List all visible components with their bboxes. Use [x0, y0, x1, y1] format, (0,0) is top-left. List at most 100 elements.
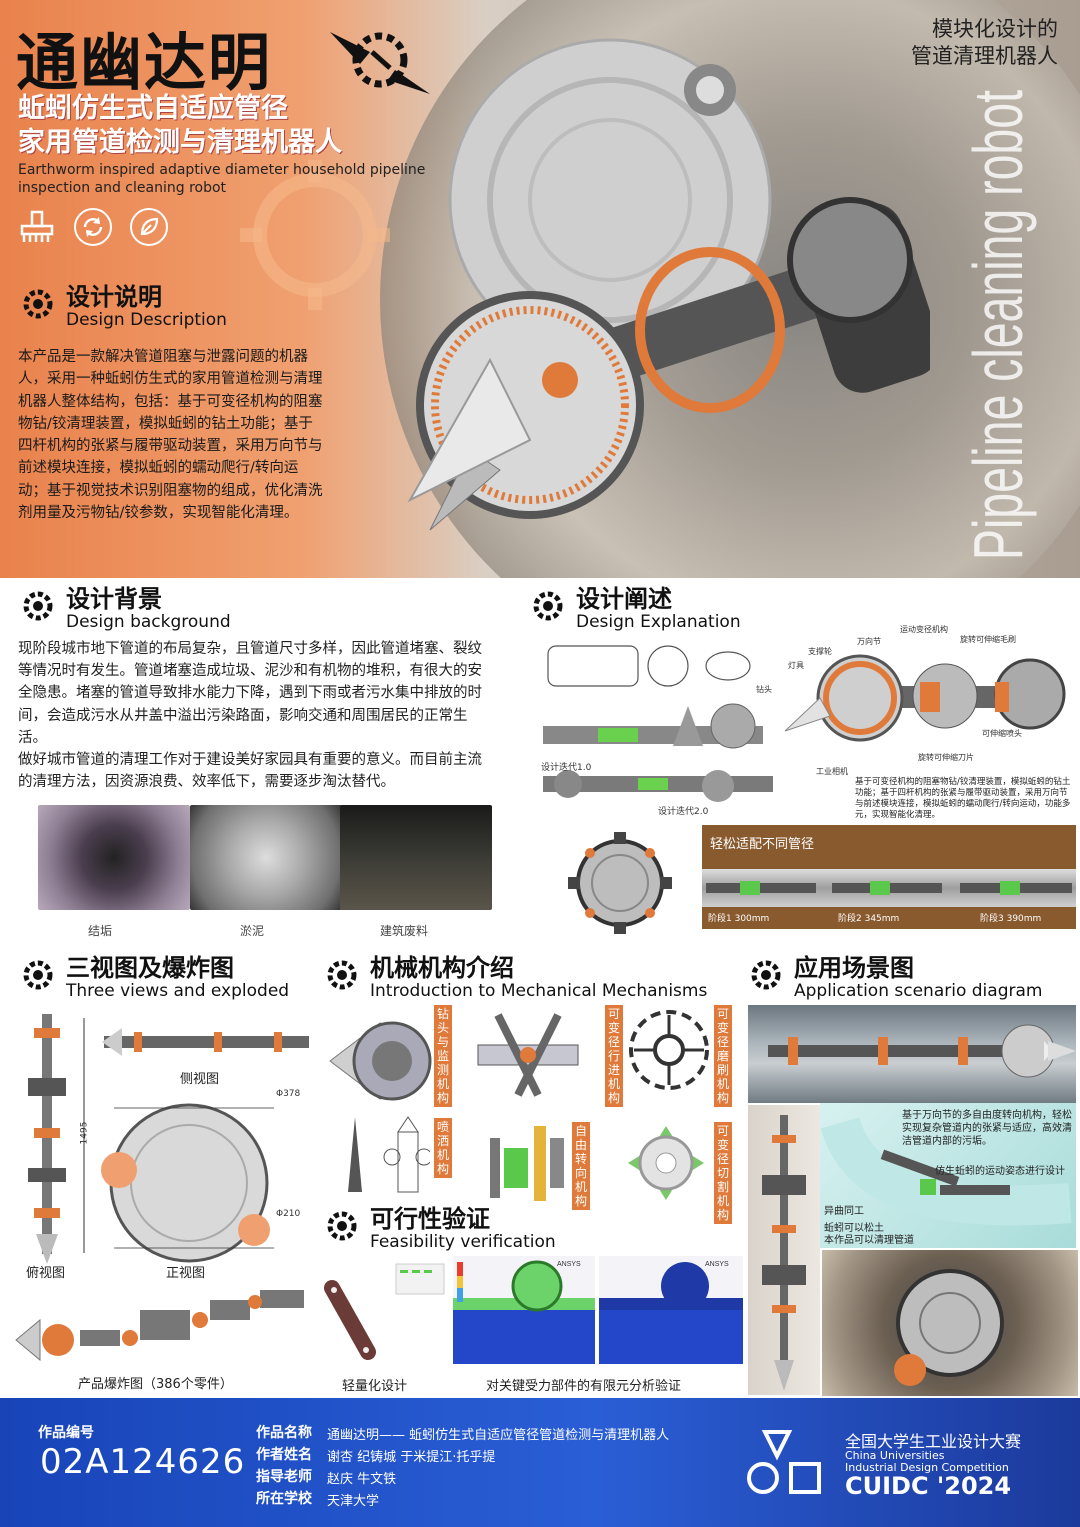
- tagline-line-2: 管道清理机器人: [911, 44, 1058, 68]
- photo-caption-scale: 结垢: [87, 924, 112, 938]
- mech-label-drill: 钻头与监测机构: [434, 1005, 452, 1107]
- exploded-caption: 产品爆炸图（386个零件）: [78, 1377, 233, 1392]
- gear-icon: [327, 960, 357, 990]
- cuidc-logo-icon: [747, 1430, 821, 1494]
- label-drill: 钻头: [756, 685, 772, 694]
- subtitle-en: Earthworm inspired adaptive diameter hou…: [18, 162, 426, 196]
- tagline-line-1: 模块化设计的: [932, 17, 1058, 41]
- leaf-icon: [130, 208, 168, 246]
- robot-illustration: [407, 38, 930, 531]
- application-vertical-robot: [748, 1105, 820, 1395]
- photo-construction-waste: [340, 805, 492, 910]
- gear-icon: [23, 591, 53, 621]
- three-views-heading: 三视图及爆炸图 Three views and exploded: [18, 955, 289, 1001]
- section-title-en: Feasibility verification: [370, 1232, 556, 1252]
- competition-short: CUIDC '2024: [845, 1472, 1012, 1500]
- section-title-cn: 设计说明: [66, 283, 162, 311]
- variable-cutting-mechanism: [628, 1126, 704, 1200]
- stage-2: 阶段2 345mm: [838, 914, 900, 924]
- competition-cn: 全国大学生工业设计大赛: [845, 1432, 1022, 1451]
- photo-caption-waste: 建筑废料: [379, 924, 428, 938]
- front-view-label: 正视图: [166, 1266, 206, 1281]
- gear-decoration: [240, 160, 390, 310]
- mech-label-travel: 可变径行进机构: [605, 1005, 623, 1107]
- mech-label-cutting: 可变径切割机构: [714, 1122, 732, 1224]
- gear-icon: [751, 960, 781, 990]
- label-universal-joint: 万向节: [857, 637, 881, 646]
- brush-icon: [18, 208, 56, 246]
- subtitle-line-2: 家用管道检测与清理机器人: [18, 127, 342, 158]
- vertical-english-title: Pipeline cleaning robot: [959, 90, 1037, 560]
- application-note-1: 基于万向节的多自由度转向机构，轻松实现复杂管道内的张紧与适应，高效清洁管道内部的…: [902, 1110, 1072, 1147]
- spray-mechanism: [348, 1116, 430, 1193]
- section-title-cn: 三视图及爆炸图: [66, 954, 234, 982]
- feasibility-heading: 可行性验证 Feasibility verification: [322, 1206, 556, 1252]
- work-code: 02A124626: [40, 1442, 246, 1482]
- subtitle-line-1: 蚯蚓仿生式自适应管径: [18, 93, 288, 124]
- section-title-cn: 应用场景图: [794, 954, 914, 982]
- top-view-label: 俯视图: [26, 1266, 66, 1281]
- mech-label-spray: 喷洒机构: [434, 1118, 452, 1178]
- dim-d1: Φ378: [276, 1089, 301, 1099]
- note-3-line-1: 蚯蚓可以松土: [824, 1223, 884, 1234]
- design-description-text: 本产品是一款解决管道阻塞与泄露问题的机器人，采用一种蚯蚓仿生式的家用管道检测与清…: [18, 349, 323, 522]
- teacher-label: 指导老师: [256, 1469, 312, 1485]
- section-title-en: Application scenario diagram: [794, 981, 1043, 1001]
- mech-label-steering: 自由转向机构: [572, 1122, 590, 1210]
- gear-icon: [23, 960, 53, 990]
- front-mechanism-sketch: [568, 832, 672, 934]
- work-name: 通幽达明—— 蚯蚓仿生式自适应管径管道检测与清理机器人: [327, 1428, 670, 1443]
- application-pipe-interior: [822, 1250, 1078, 1396]
- lightweight-part: [324, 1263, 445, 1360]
- application-note-3: 异曲同工 蚯蚓可以松土 本作品可以清理管道: [824, 1206, 914, 1247]
- school: 天津大学: [327, 1494, 380, 1509]
- label-motion-mechanism: 运动变径机构: [900, 625, 948, 634]
- label-lamp: 灯具: [788, 661, 804, 670]
- section-title-cn: 设计阐述: [576, 585, 672, 613]
- application-heading: 应用场景图 Application scenario diagram: [746, 955, 1042, 1001]
- note-3-line-2: 本作品可以清理管道: [824, 1235, 914, 1246]
- competition-en-line-2: Industrial Design Competition: [845, 1461, 1009, 1474]
- design-description-heading: 设计说明 Design Description: [18, 284, 227, 330]
- footer: 作品编号 02A124626 作品名称 通幽达明—— 蚯蚓仿生式自适应管径管道检…: [0, 1398, 1080, 1527]
- iteration-1-label: 设计迭代1.0: [541, 763, 592, 773]
- dim-length: 1495: [79, 1121, 90, 1145]
- labeled-robot-model: [784, 654, 1066, 742]
- section-title-cn: 机械机构介绍: [370, 954, 514, 982]
- code-label: 作品编号: [38, 1425, 94, 1441]
- iteration-sketches: [543, 645, 773, 802]
- gear-icon: [327, 1211, 357, 1241]
- vertical-english-text: Pipeline cleaning robot: [959, 90, 1037, 560]
- school-label: 所在学校: [256, 1491, 312, 1507]
- three-views-drawing: [28, 1014, 309, 1264]
- label-brush: 旋转可伸缩毛刷: [960, 635, 1016, 644]
- drill-monitor-mechanism: [329, 1021, 432, 1101]
- gear-icon: [23, 289, 53, 319]
- application-note-2: 仿生蚯蚓的运动姿态进行设计: [935, 1166, 1065, 1177]
- hero-banner: 通幽达明 蚯蚓仿生式自适应管径 家用管道检测与清理机器人 Earthworm i…: [0, 0, 1080, 578]
- section-title-en: Design background: [66, 612, 231, 632]
- section-title-cn: 设计背景: [66, 585, 162, 613]
- note-3-title: 异曲同工: [824, 1206, 864, 1217]
- dim-d2: Φ210: [276, 1209, 301, 1219]
- label-support-wheel: 支撑轮: [808, 647, 832, 656]
- authors: 谢杏 纪铸城 于米提江·托乎提: [327, 1450, 496, 1465]
- competition-en: China Universities Industrial Design Com…: [845, 1450, 1009, 1474]
- variable-travel-mechanism: [477, 1013, 579, 1097]
- fea-caption: 对关键受力部件的有限元分析验证: [486, 1379, 682, 1394]
- section-title-en: Design Explanation: [576, 612, 741, 632]
- label-camera: 工业相机: [816, 767, 848, 776]
- stage-1: 阶段1 300mm: [708, 914, 770, 924]
- lightweight-caption: 轻量化设计: [342, 1379, 408, 1394]
- label-nozzle: 可伸缩喷头: [982, 729, 1022, 738]
- free-steering-mechanism: [490, 1126, 564, 1201]
- pipe-tube: [702, 869, 1076, 907]
- main-title: 通幽达明: [16, 26, 273, 99]
- label-blade: 旋转可伸缩刀片: [918, 753, 974, 762]
- exploded-view: [15, 1290, 304, 1362]
- variable-brush-mechanism: [629, 1010, 709, 1090]
- section-title-en: Introduction to Mechanical Mechanisms: [370, 981, 708, 1001]
- robot-in-pipe: [706, 881, 1072, 895]
- application-bend-pipe: [820, 1103, 1076, 1248]
